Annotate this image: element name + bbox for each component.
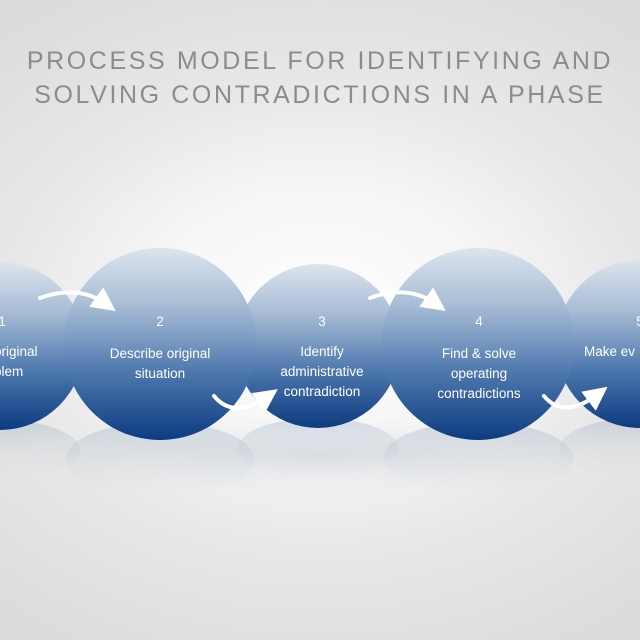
step-number-3: 3 — [318, 314, 326, 329]
arrow-4-to-5 — [542, 386, 608, 411]
step-label-4: Find & solve operating contradictions — [437, 346, 521, 401]
step-circle-5 — [556, 260, 640, 428]
step-number-1: 1 — [0, 314, 6, 329]
step-number-4: 4 — [475, 314, 483, 329]
step-label-1: original blem — [0, 344, 38, 379]
reflection-3 — [238, 418, 398, 478]
step-circle-3 — [236, 264, 400, 428]
reflection-2 — [65, 422, 255, 498]
diagram-title: PROCESS MODEL FOR IDENTIFYING AND SOLVIN… — [0, 44, 640, 112]
step-circle-1 — [0, 262, 84, 430]
reflection-4 — [383, 422, 573, 494]
arrow-2-to-3 — [212, 389, 278, 413]
step-label-5: Make ev — [584, 344, 636, 359]
arrow-1-to-2 — [38, 287, 116, 311]
circle-reflections — [0, 418, 640, 498]
arrow-3-to-4 — [368, 287, 446, 311]
step-label-3: Identify administrative contradiction — [280, 344, 364, 399]
reflection-5 — [560, 418, 640, 478]
step-number-5: 5 — [636, 314, 640, 329]
title-line-1: PROCESS MODEL FOR IDENTIFYING AND — [26, 47, 614, 75]
reflection-1 — [0, 420, 80, 480]
step-number-2: 2 — [156, 314, 164, 329]
title-line-2: SOLVING CONTRADICTIONS IN A PHASE — [34, 81, 606, 109]
step-label-2: Describe original situation — [109, 346, 211, 381]
